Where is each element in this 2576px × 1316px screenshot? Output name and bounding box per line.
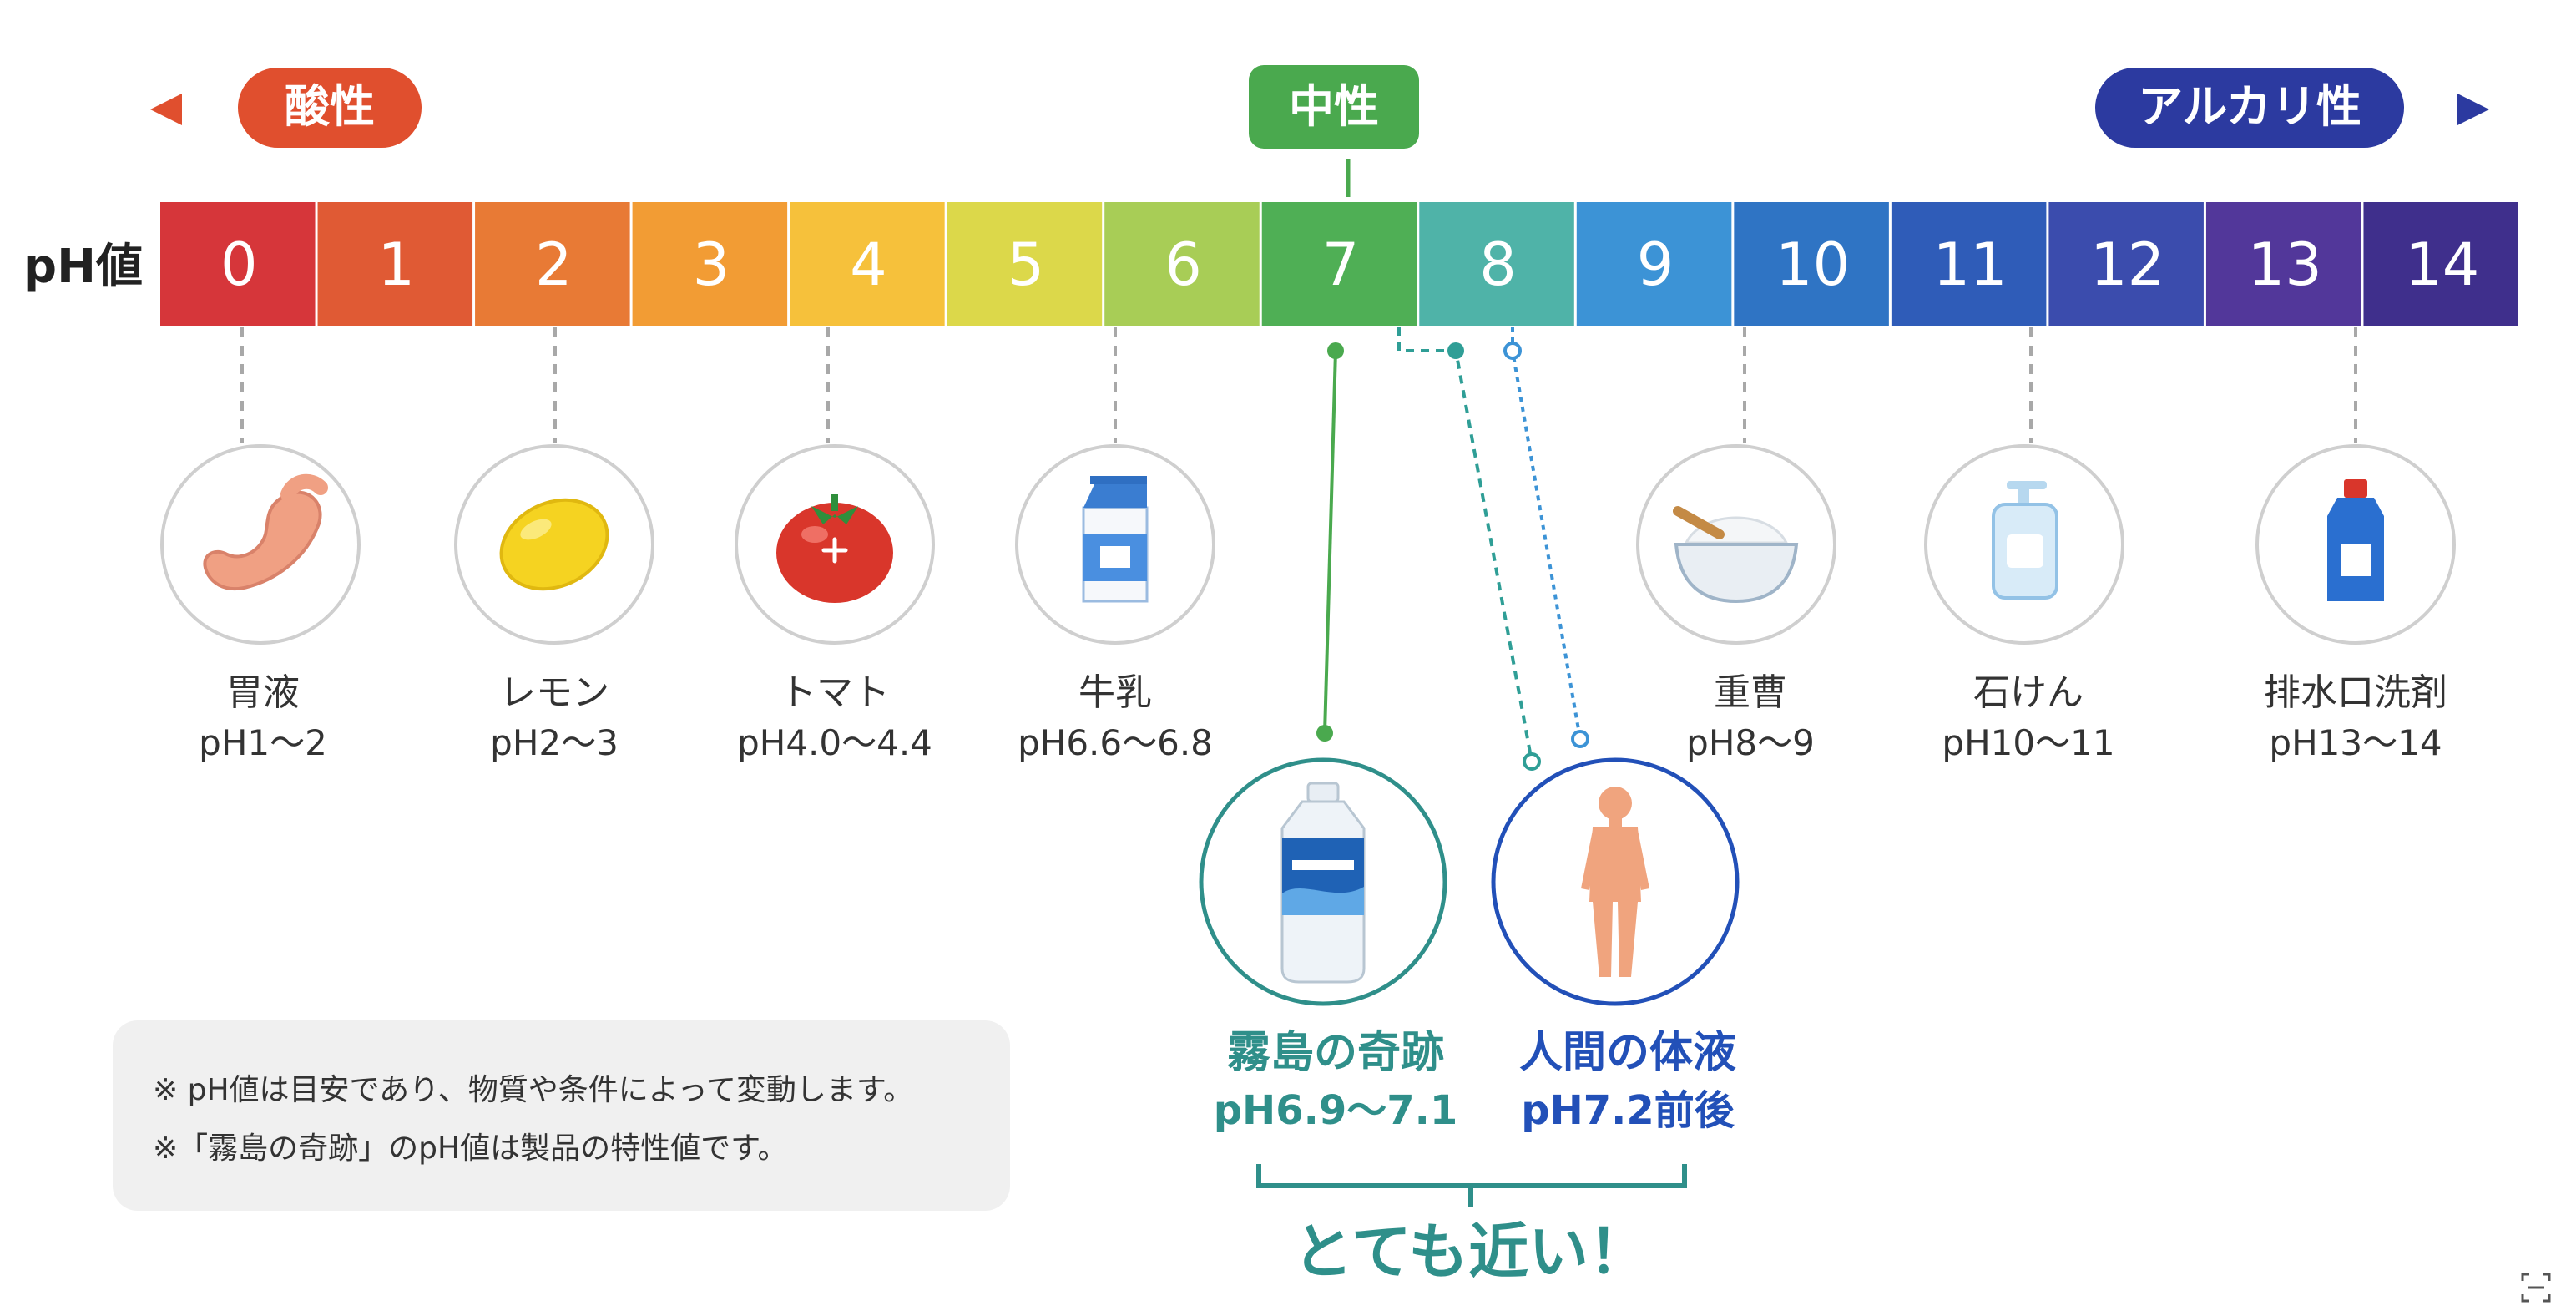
ph-segment-5 [947,202,1103,326]
ph-value-label: 9 [1637,230,1674,299]
ph-value-label: 5 [1008,230,1045,299]
item-name-stomach: 胃液 [226,671,300,714]
note-line: ※ pH値は目安であり、物質や条件によって変動します。 [153,1073,914,1107]
ph-segment-10 [1734,202,1889,326]
connector-dot [1503,342,1522,360]
item-range-milk: pH6.6〜6.8 [1018,722,1213,763]
item-leaders [240,327,2357,443]
ph-segment-6 [1104,202,1260,326]
ph-value-label: 11 [1933,230,2008,299]
ph-segment-0 [160,202,316,326]
connector-dot [1327,342,1344,359]
neutral-label: 中性 [1289,80,1379,133]
item-range-drain-cleaner: pH13〜14 [2269,722,2442,763]
stomach-icon [203,473,328,591]
item-name-baking-soda: 重曹 [1714,671,1787,714]
ph-value-label: 1 [378,230,416,299]
connector-dot [1447,342,1464,359]
right-arrow-icon [2457,94,2489,125]
acidic-label: 酸性 [285,80,375,133]
ph-value-label: 2 [535,230,573,299]
milk-carton-icon [1082,476,1149,603]
item-name-tomato: トマト [780,671,890,714]
highlight-name-kirishima: 霧島の奇跡 [1227,1028,1444,1078]
ph-value-label: 8 [1479,230,1517,299]
highlight-range-kirishima: pH6.9〜7.1 [1214,1087,1458,1134]
ph-segment-13 [2205,202,2361,326]
neutral-pill: 中性 [1249,65,1419,149]
connector-dot [1571,730,1589,748]
ph-segment-12 [2048,202,2204,326]
item-name-milk: 牛乳 [1078,671,1152,714]
ph-segment-2 [475,202,630,326]
note-line: ※「霧島の奇跡」のpH値は製品の特性値です。 [153,1131,788,1166]
item-name-lemon: レモン [499,671,609,714]
scan-icon [2521,1273,2551,1303]
ph-value-label: 13 [2248,230,2322,299]
connector-body-fluid-blue [1511,327,1582,740]
item-range-baking-soda: pH8〜9 [1686,722,1815,763]
ph-value-label: 3 [693,230,730,299]
item-range-tomato: pH4.0〜4.4 [737,722,932,763]
ph-value-label: 7 [1322,230,1360,299]
ph-segment-9 [1576,202,1732,326]
ph-value-label: 14 [2405,230,2479,299]
item-range-stomach: pH1〜2 [199,722,327,763]
ph-segment-11 [1891,202,2047,326]
alkaline-pill: アルカリ性 [2095,68,2404,148]
ph-segment-14 [2363,202,2518,326]
comparison-text: とても近い！ [1293,1217,1649,1287]
item-range-lemon: pH2〜3 [490,722,619,763]
comparison-bracket [1256,1164,1687,1207]
ph-segment-8 [1419,202,1574,326]
ph-value-label: 0 [220,230,258,299]
ph-label: pH値 [23,240,143,294]
ph-value-label: 6 [1164,230,1202,299]
highlight-name-body-fluid: 人間の体液 [1519,1028,1736,1078]
ph-value-label: 4 [850,230,887,299]
ph-segment-4 [790,202,945,326]
alkaline-label: アルカリ性 [2138,80,2361,133]
water-bottle-icon [1280,782,1366,984]
connector-body-fluid-teal [1397,327,1533,762]
baking-soda-bowl-icon [1673,506,1799,604]
connector-kirishima [1323,350,1337,734]
drain-cleaner-bottle-icon [2327,479,2384,601]
ph-value-label: 10 [1775,230,1850,299]
item-labels: 胃液 pH1〜2 レモン pH2〜3 トマト pH4.0〜4.4 牛乳 pH6.… [199,671,2447,763]
human-body-icon [1581,787,1649,977]
notes-box: ※ pH値は目安であり、物質や条件によって変動します。 ※「霧島の奇跡」のpH値… [113,1020,1010,1211]
ph-segment-7 [1261,202,1417,326]
acidic-pill: 酸性 [238,68,422,148]
left-arrow-icon [150,94,182,125]
item-name-drain-cleaner: 排水口洗剤 [2264,671,2447,714]
ph-segment-3 [632,202,788,326]
item-range-soap: pH10〜11 [1942,722,2114,763]
ph-segment-1 [317,202,473,326]
soap-pump-bottle-icon [1992,481,2058,600]
connector-dot [1523,752,1541,771]
highlight-range-body-fluid: pH7.2前後 [1521,1087,1735,1134]
connector-dot [1316,725,1333,742]
lemon-icon [499,498,609,591]
ph-value-label: 12 [2090,230,2164,299]
tomato-icon [776,494,893,603]
item-name-soap: 石けん [1973,671,2084,714]
highlight-connectors [1316,327,1589,771]
